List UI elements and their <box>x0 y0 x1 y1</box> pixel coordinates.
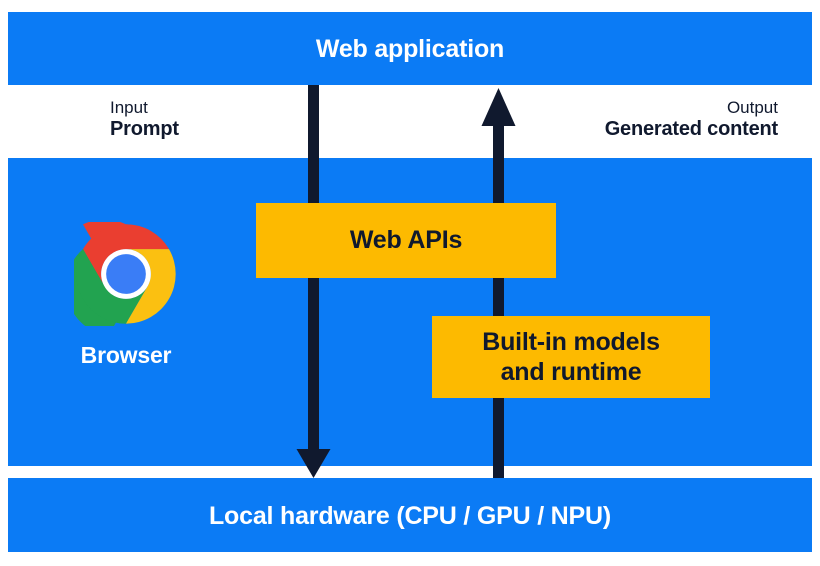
output-value-label: Generated content <box>604 118 779 141</box>
local-hardware-label: Local hardware (CPU / GPU / NPU) <box>208 502 611 530</box>
web-application-label: Web application <box>315 35 505 63</box>
input-kind-label: Input <box>110 98 148 117</box>
chrome-logo-icon <box>74 222 176 326</box>
builtin-models-label: Built-in models and runtime <box>472 327 670 388</box>
builtin-models-line2: and runtime <box>500 358 642 386</box>
output-annotation: Output Generated content <box>604 98 779 142</box>
local-hardware-band: Local hardware (CPU / GPU / NPU) <box>8 478 812 552</box>
web-application-band: Web application <box>8 12 812 85</box>
web-apis-label: Web APIs <box>349 226 463 255</box>
input-annotation: Input Prompt <box>110 98 179 142</box>
builtin-models-box: Built-in models and runtime <box>432 316 710 398</box>
output-kind-label: Output <box>726 98 778 117</box>
browser-caption-label: Browser <box>80 342 172 368</box>
web-apis-box: Web APIs <box>256 203 556 278</box>
builtin-models-line1: Built-in models <box>482 327 660 356</box>
input-value-label: Prompt <box>110 118 179 141</box>
browser-group: Browser <box>63 222 189 369</box>
